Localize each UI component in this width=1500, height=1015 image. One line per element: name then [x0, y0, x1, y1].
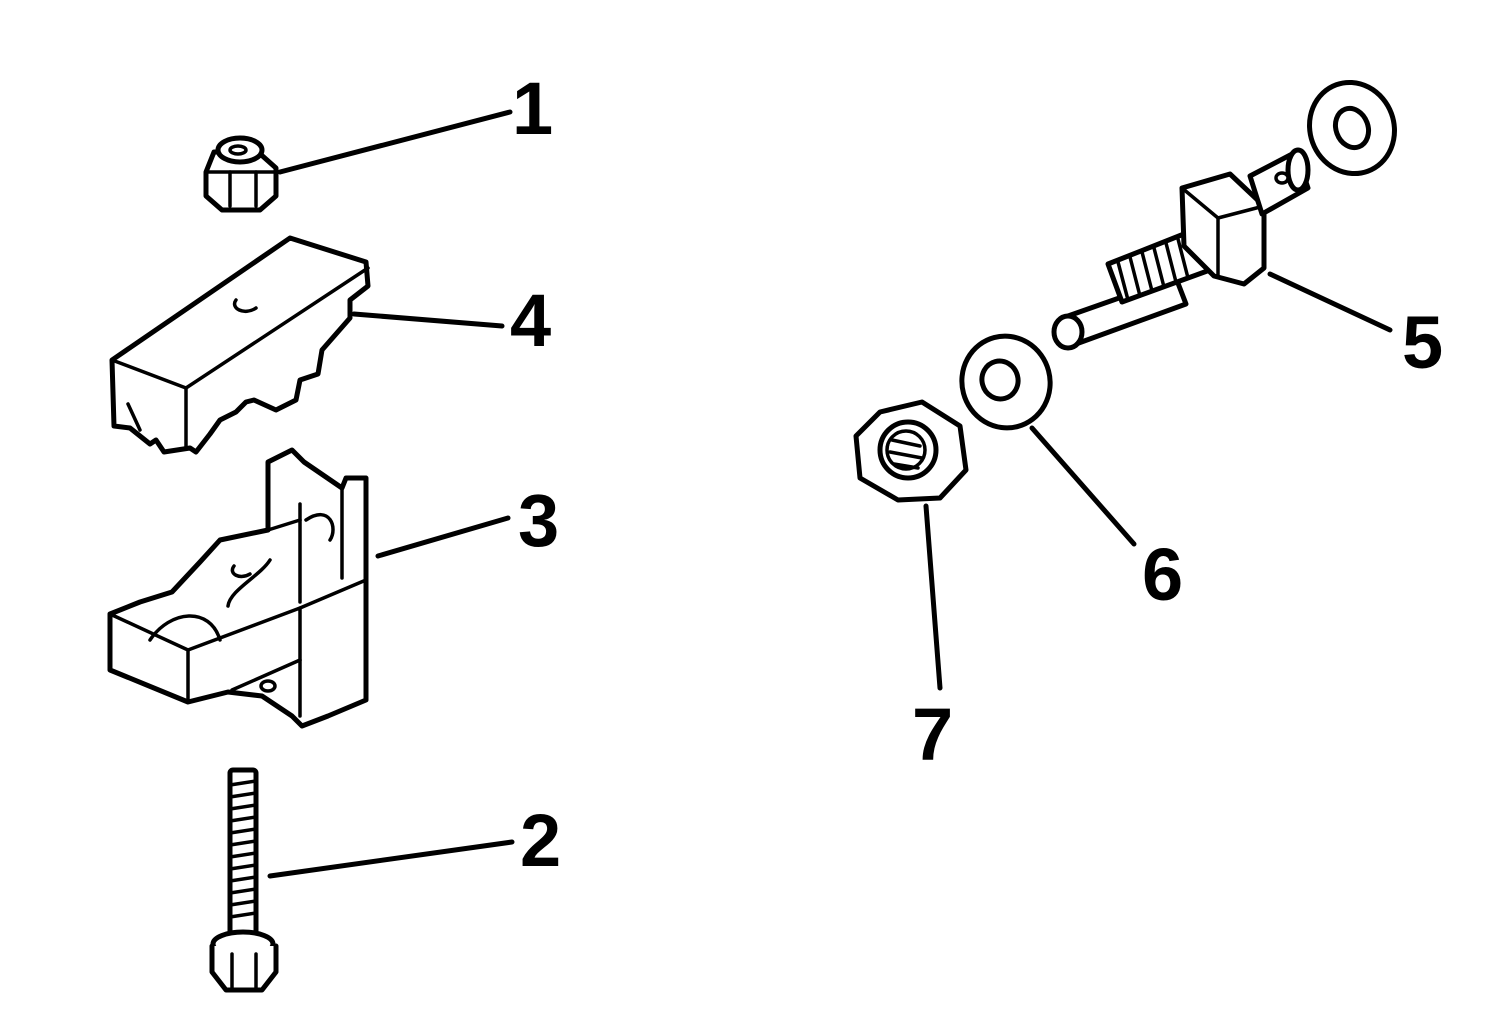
leader-1 — [277, 109, 513, 175]
callout-3: 3 — [518, 479, 559, 562]
part-7-hex-nut — [853, 399, 969, 503]
callout-5: 5 — [1402, 301, 1443, 384]
leader-6 — [1029, 425, 1137, 547]
washer-top — [1307, 79, 1397, 177]
leader-7 — [923, 503, 943, 691]
part-6-washer — [959, 333, 1053, 431]
leader-2 — [267, 839, 515, 879]
part-2-bolt — [209, 767, 279, 993]
callout-2: 2 — [520, 799, 561, 882]
callout-7: 7 — [912, 693, 953, 776]
part-1-nut — [203, 135, 279, 213]
part-4-clamp-top — [109, 235, 371, 455]
leader-lines — [267, 109, 1393, 879]
leader-4 — [351, 311, 505, 329]
callout-6: 6 — [1142, 533, 1183, 616]
leader-3 — [375, 515, 511, 559]
leader-5 — [1267, 271, 1393, 333]
callout-4: 4 — [510, 279, 551, 362]
callout-1: 1 — [512, 67, 553, 150]
part-5-stud — [1051, 147, 1311, 351]
callouts: 1 4 3 2 5 6 7 — [510, 67, 1443, 882]
part-3-clamp-bracket — [107, 447, 369, 729]
